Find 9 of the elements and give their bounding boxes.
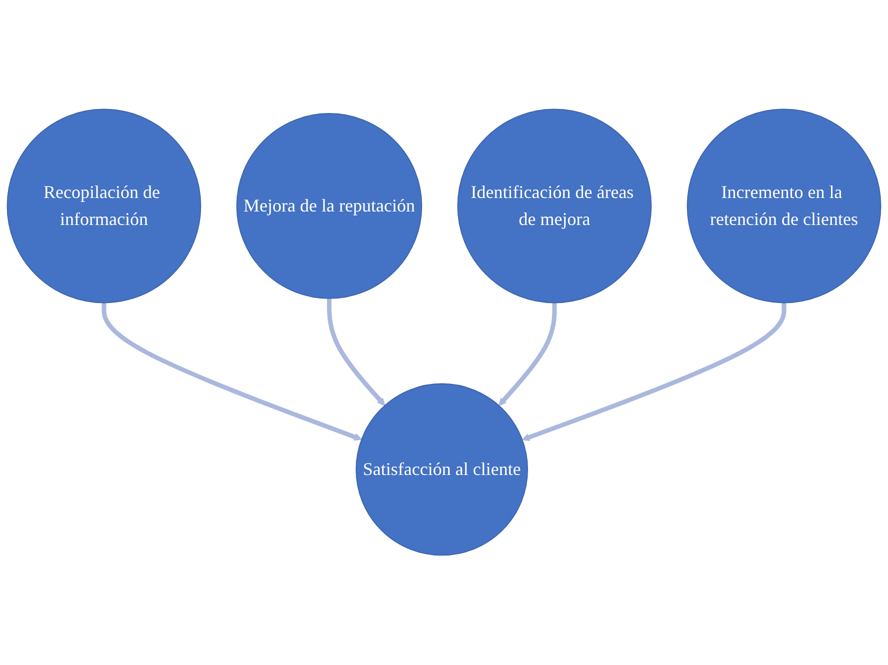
node-circle: Identificación de áreas de mejora xyxy=(457,109,652,304)
node-circle: Mejora de la reputación xyxy=(236,113,422,300)
arrow xyxy=(522,303,786,442)
node-circle: Satisfacción al cliente xyxy=(356,384,528,556)
node-circle: Incremento en la retención de clientes xyxy=(686,109,882,304)
arrow xyxy=(326,298,386,406)
node-circle: Recopilación de información xyxy=(6,109,202,304)
arrow xyxy=(498,303,557,406)
arrow xyxy=(102,303,362,441)
